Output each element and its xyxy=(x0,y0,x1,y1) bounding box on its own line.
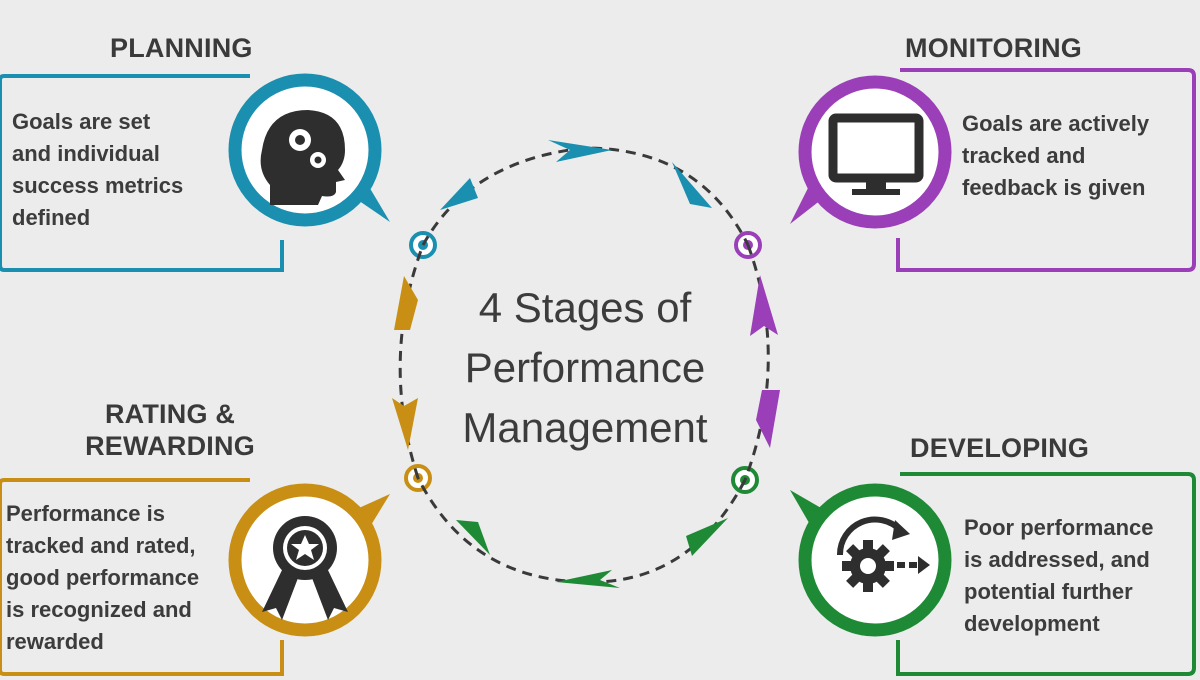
monitoring-stage xyxy=(734,68,1196,272)
monitoring-tail xyxy=(790,180,826,224)
developing-title: DEVELOPING xyxy=(910,433,1090,463)
rating-box xyxy=(0,478,284,676)
rating-title-line1: RATING & xyxy=(104,399,236,429)
rating-tail xyxy=(350,494,390,530)
developing-box xyxy=(896,472,1196,676)
developing-stage xyxy=(731,466,1196,676)
developing-description: Poor performance is addressed, and poten… xyxy=(964,515,1154,636)
blue-arrows xyxy=(440,140,712,210)
monitoring-ring xyxy=(798,75,952,229)
monitoring-box xyxy=(896,68,1196,272)
green-arrows xyxy=(456,518,728,588)
rating-title-line2: REWARDING xyxy=(85,431,255,462)
monitoring-description: Goals are actively tracked and feedback … xyxy=(962,111,1150,200)
monitor-icon xyxy=(828,113,924,195)
center-title: 4 Stages of Performance Management xyxy=(462,284,708,451)
planning-stage xyxy=(0,73,437,272)
planning-box xyxy=(0,74,284,272)
developing-tail xyxy=(790,490,828,528)
rating-title: RATING & REWARDING xyxy=(70,398,270,463)
rating-description: Performance is tracked and rated, good p… xyxy=(6,501,200,654)
rating-stage xyxy=(0,464,432,676)
head-gears-icon xyxy=(260,110,345,205)
planning-title: PLANNING xyxy=(110,33,253,63)
award-ribbon-icon xyxy=(262,516,348,620)
purple-arrows xyxy=(750,275,780,448)
gear-refresh-icon xyxy=(836,516,930,592)
planning-description: Goals are set and individual success met… xyxy=(12,109,184,230)
planning-tail xyxy=(352,180,390,222)
gold-arrows xyxy=(392,276,418,450)
monitoring-title: MONITORING xyxy=(905,33,1082,63)
